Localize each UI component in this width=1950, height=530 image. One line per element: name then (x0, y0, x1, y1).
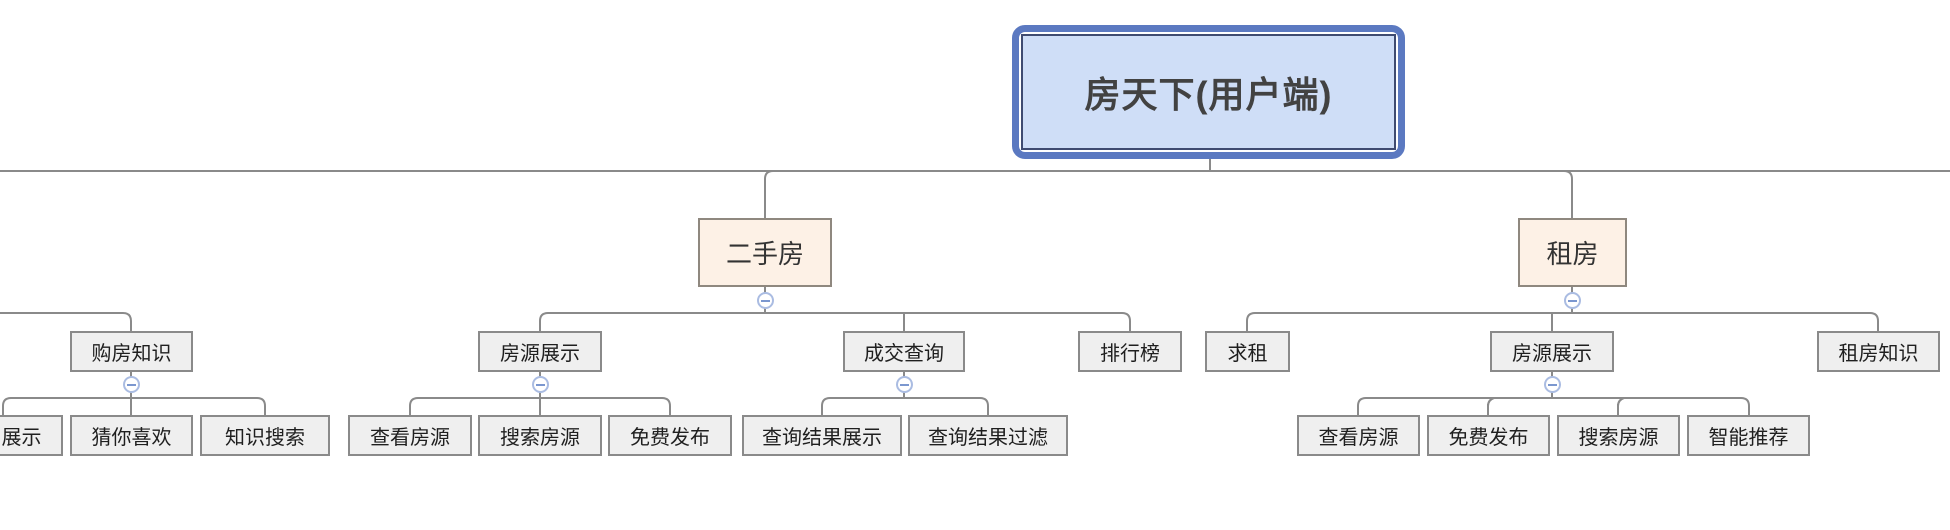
connector-elbow-secondhand (764, 170, 774, 218)
topic-node-listing-display-left[interactable]: 房源展示 (478, 331, 602, 372)
topic-node-free-publish-right[interactable]: 免费发布 (1427, 415, 1550, 456)
branch-node-renting[interactable]: 租房 (1518, 218, 1627, 287)
topic-node-knowledge-search[interactable]: 知识搜索 (200, 415, 330, 456)
topic-node-transaction-query[interactable]: 成交查询 (843, 331, 965, 372)
connector-renting-l3-rail (1246, 312, 1879, 331)
topic-node-listing-display-right[interactable]: 房源展示 (1490, 331, 1614, 372)
collapse-button-secondhand-house[interactable] (757, 292, 774, 309)
topic-node-display-clipped[interactable]: 展示 (0, 415, 63, 456)
topic-node-rent-seeking[interactable]: 求租 (1205, 331, 1290, 372)
root-node[interactable]: 房天下(用户端) (1012, 25, 1405, 159)
topic-node-view-listings-right[interactable]: 查看房源 (1297, 415, 1420, 456)
topic-node-ranking-list[interactable]: 排行榜 (1078, 331, 1182, 372)
minus-icon (761, 299, 770, 302)
connector-secondhand-l3-rail (539, 312, 1131, 331)
root-node-label: 房天下(用户端) (1021, 34, 1396, 150)
minus-icon (900, 383, 909, 386)
collapse-button-listing-display-right[interactable] (1544, 376, 1561, 393)
collapse-button-transaction-query[interactable] (896, 376, 913, 393)
connector-dealquery-l4-rail (821, 397, 989, 415)
topic-node-free-publish-left[interactable]: 免费发布 (608, 415, 732, 456)
topic-node-query-result-filter[interactable]: 查询结果过滤 (908, 415, 1068, 456)
topic-node-search-listings-right[interactable]: 搜索房源 (1557, 415, 1680, 456)
minus-icon (1568, 299, 1577, 302)
connector-left-l3-rail (0, 312, 132, 331)
minus-icon (536, 383, 545, 386)
topic-node-view-listings-left[interactable]: 查看房源 (348, 415, 472, 456)
collapse-button-renting[interactable] (1564, 292, 1581, 309)
connector-listingdisplayright-l4-rail (1357, 397, 1750, 415)
connector-elbow-renting (1563, 170, 1573, 218)
branch-node-secondhand-house[interactable]: 二手房 (698, 218, 832, 287)
topic-node-renting-knowledge[interactable]: 租房知识 (1817, 331, 1940, 372)
minus-icon (127, 383, 136, 386)
collapse-button-listing-display-left[interactable] (532, 376, 549, 393)
topic-node-purchase-knowledge[interactable]: 购房知识 (70, 331, 193, 372)
topic-node-query-result-display[interactable]: 查询结果展示 (742, 415, 902, 456)
topic-node-smart-recommendation[interactable]: 智能推荐 (1687, 415, 1810, 456)
collapse-button-purchase-knowledge[interactable] (123, 376, 140, 393)
minus-icon (1548, 383, 1557, 386)
topic-node-search-listings-left[interactable]: 搜索房源 (478, 415, 602, 456)
topic-node-guess-you-like[interactable]: 猜你喜欢 (70, 415, 193, 456)
connector-purchaseknowledge-l4-rail (2, 397, 266, 415)
